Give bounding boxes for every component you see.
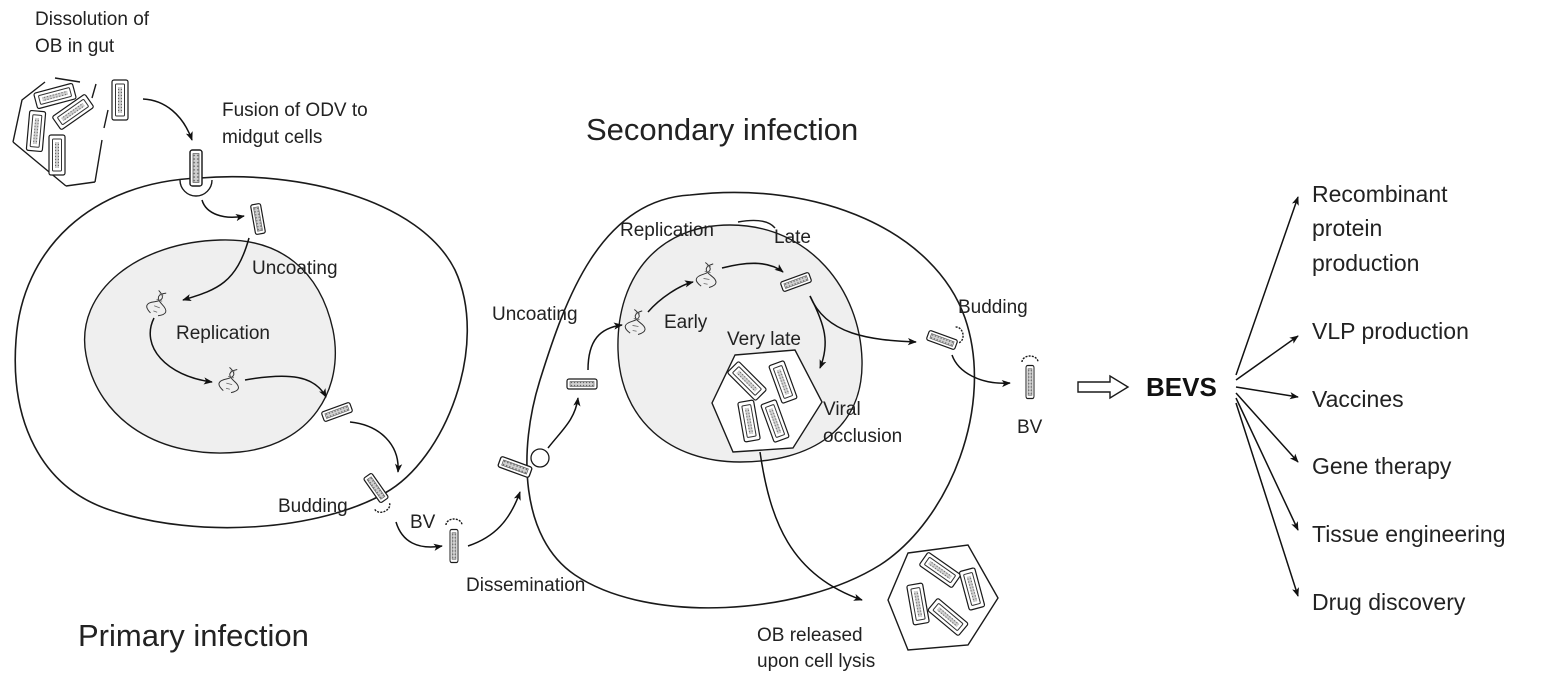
application-recombinant-line2: protein (1312, 215, 1382, 241)
label-budding-2: Budding (958, 297, 1028, 318)
bevs-hollow-arrow (1077, 374, 1130, 400)
application-arrows (1235, 196, 1299, 597)
label-late: Late (774, 227, 811, 248)
primary-cell-nucleus (83, 239, 337, 454)
application-recombinant-line3: production (1312, 250, 1419, 276)
label-fusion-line1: Fusion of ODV to (222, 100, 368, 121)
entering-budded-virus (496, 448, 550, 479)
label-fusion-line2: midgut cells (222, 127, 322, 148)
application-drug-discovery: Drug discovery (1312, 589, 1466, 615)
nuclear-occlusion-body (711, 349, 823, 453)
application-tissue-engineering: Tissue engineering (1312, 521, 1506, 547)
label-dissemination: Dissemination (466, 575, 585, 596)
budded-virus-2 (1021, 355, 1039, 400)
label-replication-2: Replication (620, 220, 714, 241)
application-vaccines: Vaccines (1312, 386, 1404, 412)
application-vlp-production: VLP production (1312, 318, 1469, 344)
label-replication-1: Replication (176, 323, 270, 344)
label-ob-released-line2: upon cell lysis (757, 651, 875, 672)
label-ob-released-line1: OB released (757, 625, 863, 646)
label-budding-1: Budding (278, 496, 348, 517)
label-dissolution-line1: Dissolution of (35, 9, 150, 30)
label-viral-occlusion-line1: Viral (823, 399, 861, 420)
released-occlusion-body (887, 544, 999, 651)
label-bv-2: BV (1017, 417, 1043, 438)
label-uncoating-1: Uncoating (252, 258, 338, 279)
arrow-dissolution-to-fusion (142, 98, 193, 141)
nucleocapsid-secondary (566, 378, 598, 390)
label-uncoating-2: Uncoating (492, 304, 578, 325)
application-gene-therapy: Gene therapy (1312, 453, 1452, 479)
label-secondary-infection: Secondary infection (586, 112, 858, 147)
odv-fusion-virion (179, 149, 213, 197)
label-dissolution-line2: OB in gut (35, 36, 115, 57)
label-very-late: Very late (727, 329, 801, 350)
budded-virus-1 (445, 518, 463, 564)
label-early: Early (664, 312, 708, 333)
label-bv-1: BV (410, 512, 436, 533)
label-viral-occlusion-line2: occlusion (823, 426, 902, 447)
label-bevs: BEVS (1146, 372, 1217, 402)
application-recombinant-line1: Recombinant (1312, 181, 1448, 207)
dissolving-occlusion-body (12, 77, 129, 187)
label-primary-infection: Primary infection (78, 618, 309, 653)
